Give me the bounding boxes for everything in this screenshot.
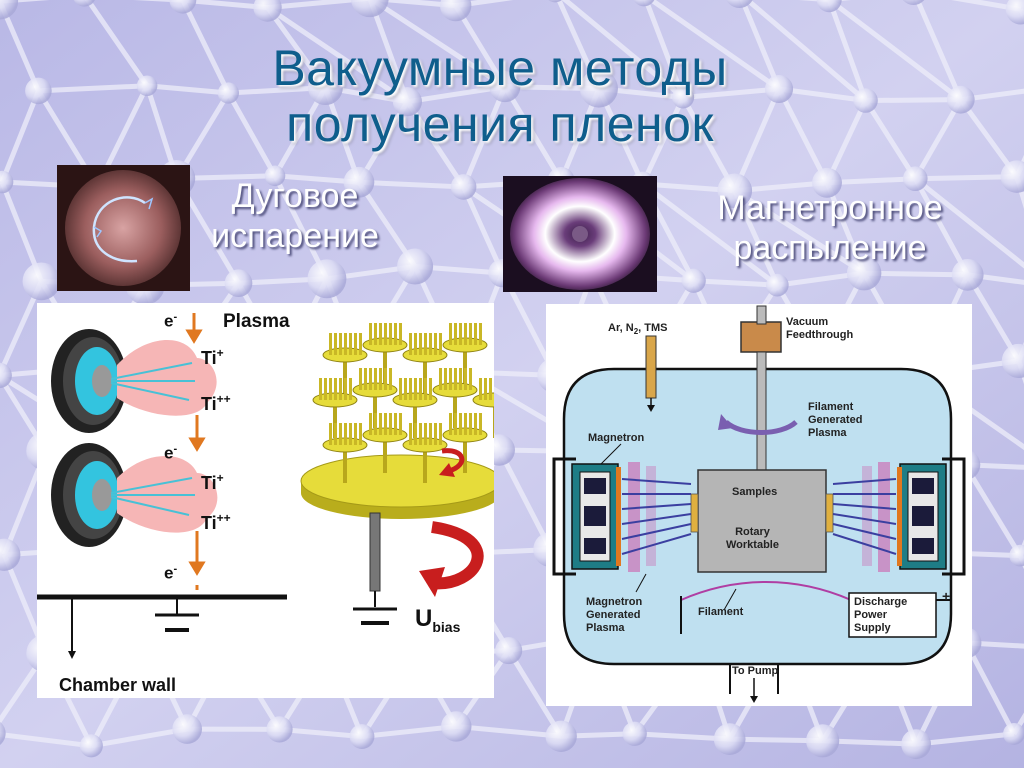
slide-title: Вакуумные методы получения пленок — [0, 40, 1000, 152]
filament-label: Filament — [698, 606, 744, 618]
magnetron-label: Magnetron — [588, 432, 645, 444]
ti-plus-label-2: Ti+ — [201, 471, 224, 493]
arc-diagram-graphics — [37, 313, 494, 659]
title-line-1: Вакуумные методы — [272, 40, 728, 96]
electron-label-3: e- — [164, 563, 178, 583]
magnetron-plasma-label: Magnetron Generated Plasma — [586, 596, 643, 634]
ti-plusplus-label-1: Ti++ — [201, 392, 231, 414]
rotating-substrate-fixture — [300, 323, 494, 519]
discharge-power-supply — [848, 592, 937, 638]
electron-flow-arrows — [185, 313, 206, 590]
arc-cathode-lower — [51, 443, 127, 547]
u-bias-label: Ubias — [415, 605, 461, 635]
arc-evaporation-diagram: e- Plasma Ti+ Ti++ e- Ti+ Ti++ e- Ubias … — [37, 303, 494, 698]
ti-plus-label-1: Ti+ — [201, 346, 224, 368]
rotary-worktable-label: Rotary Worktable — [726, 526, 779, 551]
magnetron-left — [552, 457, 621, 576]
magnetron-glow-photo — [503, 176, 657, 292]
samples-label: Samples — [732, 486, 778, 498]
magnetron-sputtering-caption: Магнетронное распыление — [680, 188, 980, 268]
arc-discharge-photo — [57, 165, 190, 291]
magnetron-sputtering-diagram: Ar, N2, TMS Vacuum Feedthrough Filament … — [546, 304, 972, 706]
electron-label-1: e- — [164, 311, 178, 331]
plus-sign-label: + — [942, 588, 951, 604]
arc-caption-line-2: испарение — [211, 217, 379, 255]
arc-caption-line-1: Дуговое — [231, 177, 359, 215]
magnetron-caption-line-1: Магнетронное — [717, 189, 943, 227]
arc-evaporation-caption: Дуговое испарение — [200, 176, 390, 256]
gas-inlet-label: Ar, N2, TMS — [608, 322, 668, 337]
plasma-label: Plasma — [223, 311, 290, 332]
vacuum-feedthrough-label: Vacuum Feedthrough — [786, 316, 854, 341]
rotary-worktable — [697, 469, 827, 573]
to-pump-label: To Pump — [732, 665, 779, 677]
filament-plasma-label: Filament Generated Plasma — [808, 401, 863, 439]
magnetron-caption-line-2: распыление — [733, 229, 927, 267]
electron-label-2: e- — [164, 443, 178, 463]
chamber-wall-label: Chamber wall — [59, 675, 177, 695]
magnetron-diagram-graphics — [552, 305, 966, 703]
magnetron-right — [897, 457, 966, 576]
title-line-2: получения пленок — [286, 96, 714, 152]
ti-plusplus-label-2: Ti++ — [201, 511, 231, 533]
arc-cathode-upper — [51, 329, 127, 433]
discharge-power-supply-label: Discharge Power Supply — [854, 596, 908, 634]
plasma-cloud-upper — [117, 340, 217, 416]
